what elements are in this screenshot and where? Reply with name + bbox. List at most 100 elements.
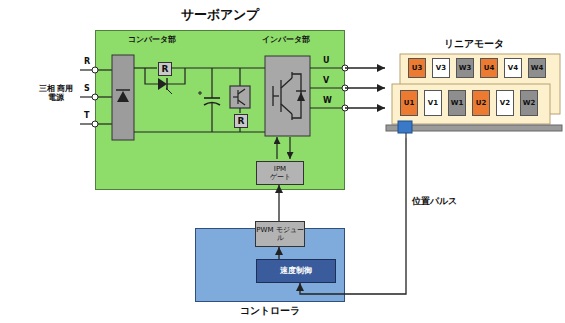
dc-bus bbox=[134, 68, 265, 132]
box-text: PWM モジュール bbox=[256, 226, 304, 242]
igbt-collector bbox=[281, 78, 292, 88]
terminal-label: R bbox=[84, 57, 90, 66]
box-heading: サーボアンプ bbox=[181, 8, 259, 23]
input-wires bbox=[80, 70, 112, 124]
power-source-label: 三相 商用電源 bbox=[36, 84, 76, 102]
transistor-symbol bbox=[238, 100, 245, 105]
connector bbox=[345, 107, 385, 108]
bypass-wire bbox=[145, 68, 158, 84]
diode-symbol bbox=[297, 92, 305, 101]
box-text: U2 bbox=[476, 99, 487, 107]
output-wire bbox=[310, 107, 345, 108]
ipm-gate-box: IPMゲート bbox=[256, 161, 304, 185]
linear-motor: リニアモータ U3 V3 W3 U4 V4 W4U1 V1 W1 U2 V2 W2 bbox=[385, 38, 563, 138]
coil-box: V1 bbox=[424, 90, 442, 116]
edge-label: 位置パルス bbox=[412, 196, 457, 206]
capacitor-symbol bbox=[198, 68, 220, 132]
coil-box: V3 bbox=[432, 58, 450, 78]
brake-transistor-box bbox=[230, 86, 250, 108]
box-text: V2 bbox=[500, 99, 510, 107]
bus-wire bbox=[134, 131, 265, 132]
sensor-lead bbox=[405, 133, 406, 138]
terminal-label: T bbox=[84, 111, 89, 120]
transistor-symbol bbox=[233, 96, 238, 97]
connector bbox=[278, 185, 279, 221]
box-text: U3 bbox=[412, 64, 423, 72]
terminal-label: W bbox=[323, 96, 332, 105]
thyristor-gate bbox=[166, 88, 172, 94]
igbt-emitter bbox=[281, 104, 292, 114]
output-wire bbox=[310, 67, 345, 68]
box-text: W3 bbox=[459, 64, 472, 72]
thyristor-symbol bbox=[158, 78, 167, 90]
coil-box: U1 bbox=[400, 90, 418, 116]
coil-box: V2 bbox=[496, 90, 514, 116]
section-label: インバータ部 bbox=[262, 35, 310, 44]
transistor-symbol bbox=[238, 89, 245, 94]
igbt-gate bbox=[272, 86, 273, 106]
igbt-symbol bbox=[273, 72, 301, 120]
coil-box: U3 bbox=[408, 58, 426, 78]
box-text: U1 bbox=[404, 99, 415, 107]
coil-box: W3 bbox=[456, 58, 474, 78]
coil-box: V4 bbox=[504, 58, 522, 78]
brake-wire bbox=[239, 68, 240, 86]
box-text: V3 bbox=[436, 64, 446, 72]
gate-signal-arrow bbox=[289, 137, 290, 159]
box-text: R bbox=[162, 64, 169, 74]
terminal-label: R bbox=[84, 57, 90, 66]
box-text: W1 bbox=[451, 99, 464, 107]
igbt-lead bbox=[291, 72, 292, 78]
box-text: ゲート bbox=[270, 173, 291, 181]
terminal-label: S bbox=[84, 84, 90, 93]
motor-front-plate bbox=[392, 84, 550, 124]
diode-symbol bbox=[117, 91, 129, 102]
terminal-label: S bbox=[84, 84, 90, 93]
coil-box: W4 bbox=[528, 58, 546, 78]
inverter-block bbox=[265, 56, 310, 136]
connector bbox=[300, 138, 406, 294]
box-text: V1 bbox=[428, 99, 438, 107]
diode-bar bbox=[296, 90, 306, 91]
pwm-module-box: PWM モジュール bbox=[255, 221, 305, 247]
input-terminals bbox=[92, 67, 98, 127]
box-text: 速度制御 bbox=[280, 266, 312, 275]
box-text: R bbox=[238, 116, 245, 126]
brake-wire bbox=[239, 108, 240, 113]
box-text: W4 bbox=[531, 64, 544, 72]
resistor-box: R bbox=[234, 114, 248, 128]
power-source-label: 三相 商用電源 bbox=[36, 84, 76, 102]
terminal bbox=[92, 94, 98, 100]
capacitor-plate bbox=[204, 97, 220, 99]
connector bbox=[345, 87, 385, 88]
coil-box: W2 bbox=[520, 90, 538, 116]
brake-circuit bbox=[230, 68, 250, 132]
coil-box: U2 bbox=[472, 90, 490, 116]
terminal-label: W bbox=[323, 96, 332, 105]
box-text: W2 bbox=[523, 99, 536, 107]
brake-wire bbox=[239, 127, 240, 132]
position-sensor bbox=[398, 121, 412, 133]
resistor-box: R bbox=[158, 62, 172, 76]
terminal-label: V bbox=[323, 76, 329, 85]
speed-control-box: 速度制御 bbox=[256, 259, 336, 283]
coil-box: W1 bbox=[448, 90, 466, 116]
section-label: インバータ部 bbox=[262, 35, 310, 44]
terminal-label: U bbox=[323, 56, 330, 65]
box-heading: リニアモータ bbox=[444, 38, 504, 50]
section-label: コンバータ部 bbox=[128, 35, 176, 44]
box-text: IPM bbox=[274, 165, 286, 173]
igbt-gate bbox=[273, 95, 279, 96]
box-text: U4 bbox=[484, 64, 495, 72]
terminal-label: V bbox=[323, 76, 329, 85]
box-text: V4 bbox=[508, 64, 518, 72]
connector bbox=[278, 247, 279, 259]
output-wires bbox=[310, 68, 345, 108]
igbt-lead bbox=[291, 114, 292, 120]
capacitor-lead bbox=[211, 102, 212, 132]
output-wire bbox=[310, 87, 345, 88]
rectifier-block bbox=[112, 55, 134, 140]
plus-mark bbox=[200, 91, 201, 95]
